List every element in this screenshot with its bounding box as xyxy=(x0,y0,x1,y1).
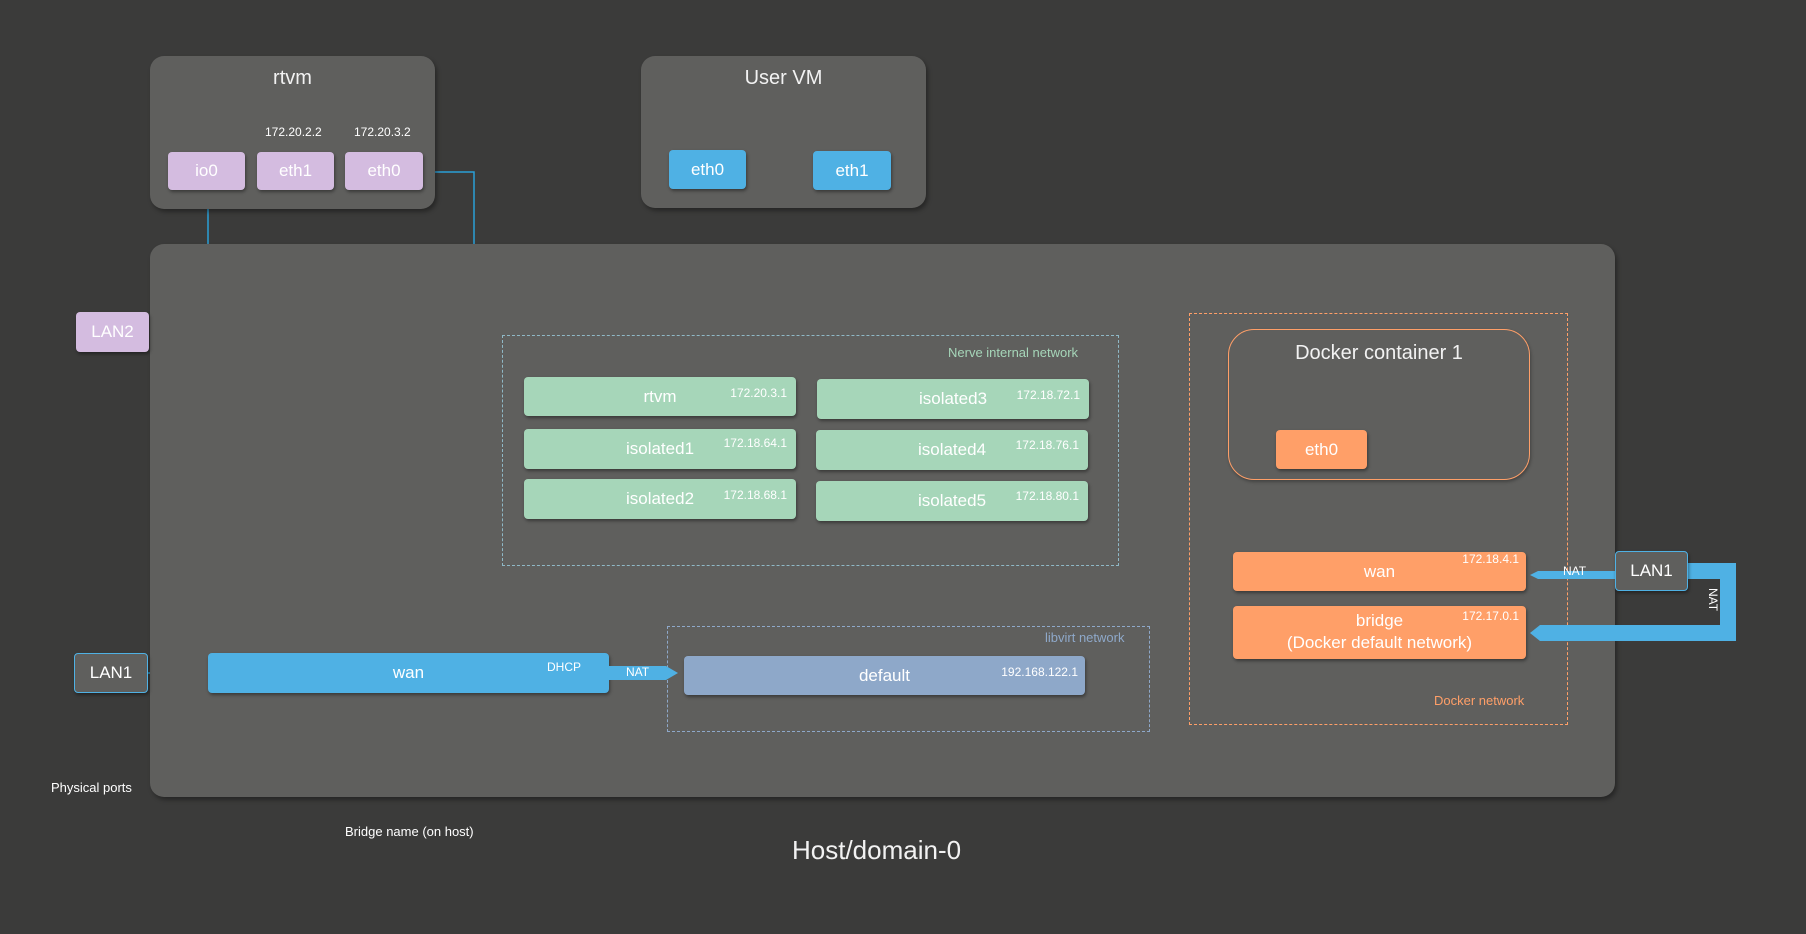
rtvm-title: rtvm xyxy=(273,67,312,89)
bridge-isolated2-ip: 172.18.68.1 xyxy=(723,488,787,502)
bridge-default-name: default xyxy=(858,665,911,685)
user-vm-title: User VM xyxy=(744,67,823,89)
bridge-default-ip: 192.168.122.1 xyxy=(1001,665,1078,679)
rtvm-eth1-ip: 172.20.2.2 xyxy=(265,125,322,139)
lan1-left-port[interactable]: LAN1 xyxy=(74,653,148,693)
nerve-internal-network-box xyxy=(502,335,1119,566)
bridge-isolated1-ip: 172.18.64.1 xyxy=(723,436,787,450)
nat-label-wan-to-default: NAT xyxy=(626,665,650,679)
nat-label-docker-bridge: NAT xyxy=(1706,588,1720,612)
host-wan-name: wan xyxy=(392,663,425,682)
bridge-rtvm-name: rtvm xyxy=(643,386,677,406)
bridge-isolated5[interactable]: isolated5 172.18.80.1 xyxy=(816,481,1088,521)
rtvm-eth0-ip: 172.20.3.2 xyxy=(354,125,411,139)
bridge-default[interactable]: default 192.168.122.1 xyxy=(684,656,1085,695)
docker-container-1: Docker container 1 eth0 xyxy=(1228,329,1530,480)
docker-wan-bridge[interactable]: wan 172.18.4.1 xyxy=(1233,552,1526,591)
nat-label-docker-wan: NAT xyxy=(1563,564,1587,578)
user-vm-eth0-interface[interactable]: eth0 xyxy=(669,150,746,189)
lan1-right-port[interactable]: LAN1 xyxy=(1615,551,1688,591)
docker-bridge-name: bridge xyxy=(1355,611,1404,630)
docker-bridge-bridge[interactable]: bridge (Docker default network) 172.17.0… xyxy=(1233,606,1526,659)
physical-ports-caption: Physical ports xyxy=(51,780,132,795)
bridge-name-caption: Bridge name (on host) xyxy=(345,824,474,839)
nerve-internal-network-label: Nerve internal network xyxy=(948,345,1079,360)
rtvm-eth1-interface[interactable]: eth1 xyxy=(257,152,334,190)
bridge-isolated3-ip: 172.18.72.1 xyxy=(1016,388,1080,402)
bridge-isolated5-ip: 172.18.80.1 xyxy=(1015,489,1079,503)
host-wan-dhcp-tag: DHCP xyxy=(546,660,581,674)
docker-bridge-ip: 172.17.0.1 xyxy=(1462,609,1519,623)
bridge-isolated1[interactable]: isolated1 172.18.64.1 xyxy=(524,429,796,469)
docker-wan-name: wan xyxy=(1363,561,1396,581)
nat-arrow-wan-to-default xyxy=(608,666,678,680)
docker-container-title: Docker container 1 xyxy=(1295,342,1463,364)
host-wan-bridge[interactable]: wan DHCP xyxy=(208,653,609,693)
host-domain-caption: Host/domain-0 xyxy=(792,835,962,865)
bridge-isolated1-name: isolated1 xyxy=(625,439,695,458)
bridge-rtvm-ip: 172.20.3.1 xyxy=(730,386,787,400)
user-vm-eth1-interface[interactable]: eth1 xyxy=(813,151,891,190)
bridge-isolated2-name: isolated2 xyxy=(625,489,695,508)
bridge-isolated3[interactable]: isolated3 172.18.72.1 xyxy=(817,379,1089,419)
libvirt-network-label: libvirt network xyxy=(1045,630,1125,645)
bridge-isolated4[interactable]: isolated4 172.18.76.1 xyxy=(816,430,1088,470)
lan2-port[interactable]: LAN2 xyxy=(76,312,149,352)
docker-container-eth0-interface[interactable]: eth0 xyxy=(1276,430,1367,469)
bridge-isolated2[interactable]: isolated2 172.18.68.1 xyxy=(524,479,796,519)
docker-network-label: Docker network xyxy=(1434,693,1525,708)
rtvm-eth0-interface[interactable]: eth0 xyxy=(345,152,423,190)
docker-network-box xyxy=(1189,313,1568,725)
docker-wan-ip: 172.18.4.1 xyxy=(1462,552,1519,566)
docker-nat-arrows xyxy=(1530,563,1736,641)
bridge-isolated4-ip: 172.18.76.1 xyxy=(1015,438,1079,452)
bridge-isolated4-name: isolated4 xyxy=(917,440,987,459)
bridge-isolated3-name: isolated3 xyxy=(918,389,988,408)
bridge-rtvm[interactable]: rtvm 172.20.3.1 xyxy=(524,377,796,416)
user-vm-panel: User VM eth0 eth1 xyxy=(641,56,926,208)
rtvm-panel: rtvm 172.20.2.2 172.20.3.2 io0 eth1 eth0 xyxy=(150,56,435,209)
rtvm-io0-interface[interactable]: io0 xyxy=(168,152,245,190)
docker-bridge-subtitle: (Docker default network) xyxy=(1286,633,1473,652)
bridge-isolated5-name: isolated5 xyxy=(917,491,987,510)
